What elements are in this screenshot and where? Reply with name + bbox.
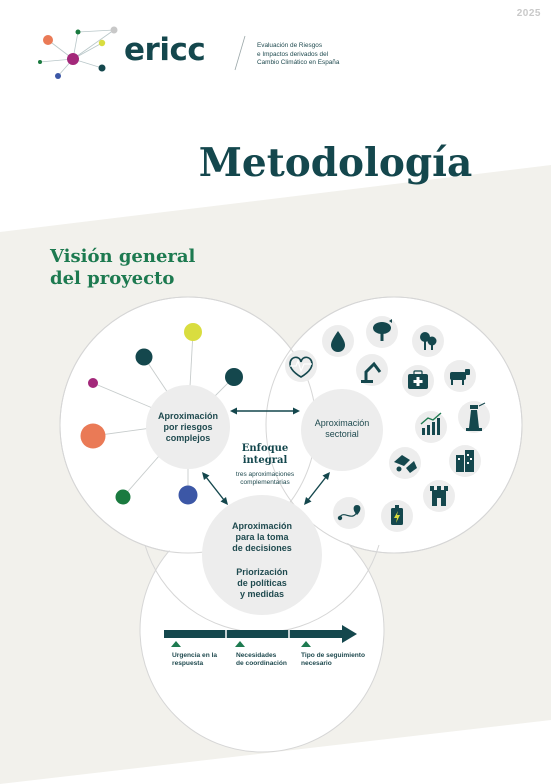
node-riesgos — [146, 385, 230, 469]
ericc-logo-icon — [38, 26, 118, 79]
network-dot-blue — [178, 485, 198, 505]
center-subtitle: tres aproximaciones complementarias — [235, 471, 295, 486]
network-dot-teal-1 — [135, 348, 153, 366]
network-dot-magenta — [88, 378, 98, 388]
network-dot-yellow — [184, 323, 202, 341]
network-dot-teal-2 — [225, 368, 243, 386]
page-title: Metodología — [198, 140, 473, 186]
brand-description: Evaluación de Riesgos e Impactos derivad… — [257, 42, 340, 67]
timeline-marker-2 — [235, 641, 245, 647]
year-label: 2025 — [516, 8, 541, 19]
node-decisiones — [202, 495, 322, 615]
node-riesgos-label: Aproximación por riesgos complejos — [157, 411, 218, 443]
node-sectorial-label: Aproximación sectorial — [314, 418, 370, 439]
timeline-label-urgencia: Urgencia en la respuesta — [172, 652, 218, 668]
route-pin-icon — [337, 505, 361, 521]
city-buildings-icon — [456, 450, 474, 472]
node-decisiones-label: Aproximación para la toma de decisiones — [231, 521, 292, 553]
brand-name: ericc — [124, 32, 206, 68]
growth-chart-icon — [420, 412, 442, 435]
center-title: Enfoque integral — [241, 443, 289, 466]
network-dot-green — [115, 489, 131, 505]
cow-icon — [450, 369, 470, 385]
timeline-arrow — [164, 625, 357, 647]
heartbeat-icon — [289, 356, 313, 378]
handshake-icon — [394, 455, 417, 473]
timeline-label-coordinacion: Necesidades de coordinación — [236, 652, 287, 668]
brand-divider — [234, 35, 246, 71]
forest-icon — [420, 332, 437, 350]
section-subtitle: Visión general del proyecto — [50, 246, 196, 289]
node-sectorial — [301, 389, 383, 471]
lighthouse-icon — [466, 402, 486, 431]
battery-icon — [391, 505, 403, 525]
first-aid-kit-icon — [408, 370, 428, 389]
timeline-marker-3 — [301, 641, 311, 647]
timeline-marker-1 — [171, 641, 181, 647]
timeline-label-seguimiento: Tipo de seguimiento necesario — [301, 652, 365, 668]
castle-icon — [430, 486, 448, 506]
water-drop-icon — [331, 331, 345, 352]
node-priorizacion-label: Priorización de políticas y medidas — [236, 567, 288, 599]
network-dot-orange — [80, 423, 106, 449]
cloud-tree-icon — [373, 319, 392, 341]
robot-arm-icon — [361, 361, 382, 383]
